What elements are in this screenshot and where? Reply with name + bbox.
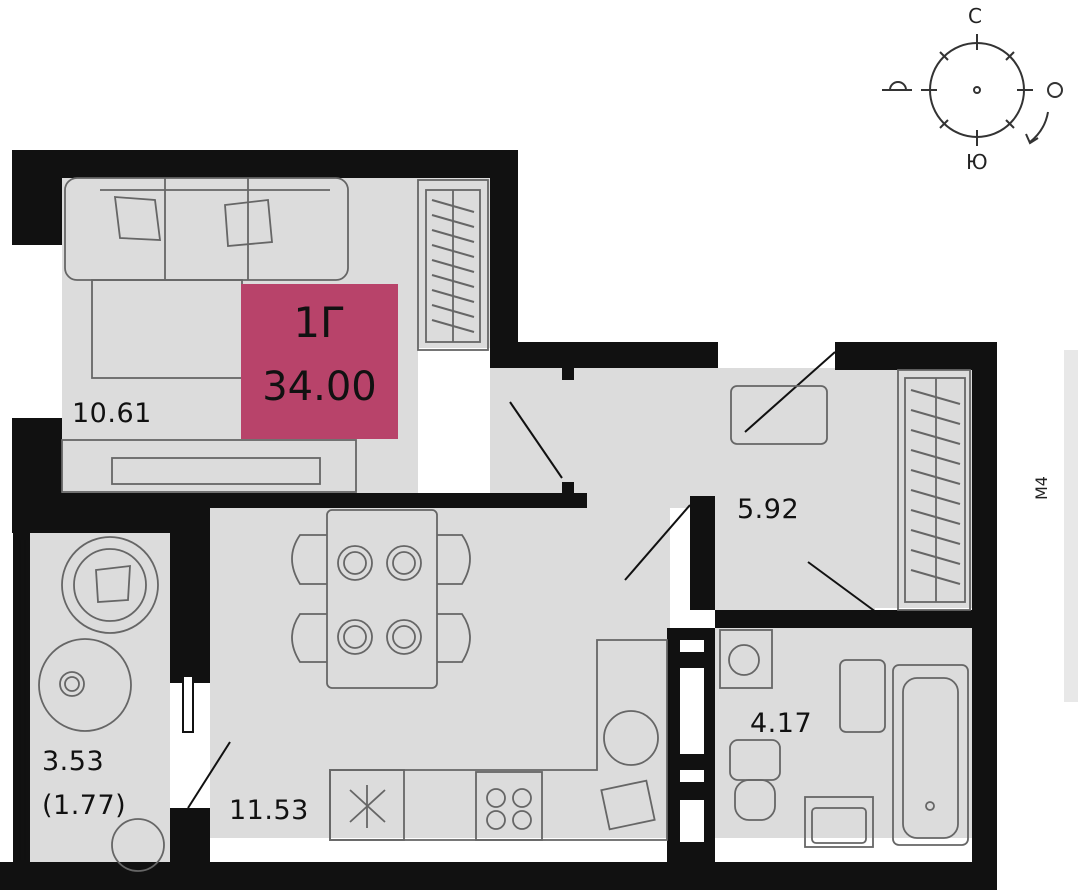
furniture bbox=[38, 177, 971, 872]
apartment-code: 1Г bbox=[293, 298, 346, 347]
door-swings bbox=[187, 351, 881, 809]
apartment-badge: 1Г 34.00 bbox=[241, 284, 398, 439]
area-label-balcony-reduced: (1.77) bbox=[42, 790, 127, 821]
area-label-hallway: 5.92 bbox=[737, 494, 800, 525]
walls bbox=[0, 150, 997, 890]
compass-south-label: Ю bbox=[966, 150, 988, 174]
side-scale bbox=[1064, 350, 1078, 702]
balcony-glazing bbox=[19, 540, 26, 860]
area-label-kitchen: 11.53 bbox=[229, 795, 309, 826]
compass-north-label: С bbox=[968, 4, 982, 28]
apartment-total-area: 34.00 bbox=[262, 364, 377, 410]
floor-area bbox=[30, 178, 972, 880]
wardrobe-hangers bbox=[431, 199, 961, 585]
area-label-bathroom: 4.17 bbox=[750, 708, 813, 739]
area-label-balcony: 3.53 bbox=[42, 746, 105, 777]
side-label: М4 bbox=[1032, 476, 1051, 500]
compass bbox=[882, 34, 1063, 146]
window-openings bbox=[32, 245, 704, 842]
area-label-living-room: 10.61 bbox=[72, 398, 152, 429]
